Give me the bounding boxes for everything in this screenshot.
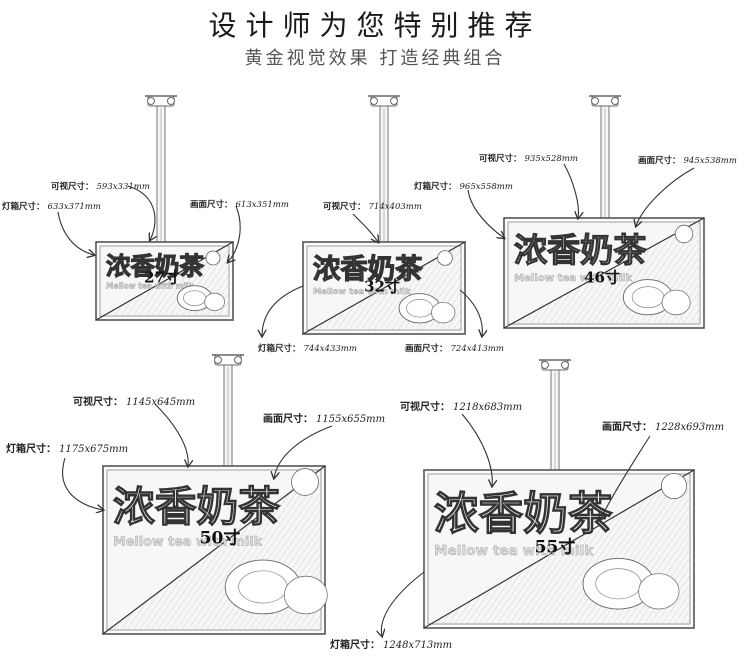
- visible-size-value: 714x403mm: [368, 202, 422, 212]
- dimension-arrow: [274, 425, 333, 478]
- visible-size-label: 可视尺寸：714x403mm: [323, 200, 422, 212]
- panel-brand-text: 浓香奶茶: [434, 488, 613, 540]
- screen-size-value: 724x413mm: [450, 344, 504, 354]
- box-size-caption: 灯箱尺寸：: [330, 640, 380, 651]
- panel-brand-text: 浓香奶茶: [106, 251, 204, 280]
- screen-size-label: 画面尺寸：945x538mm: [638, 154, 737, 166]
- price-badge-icon: [674, 224, 694, 244]
- panel-brand-text: 浓香奶茶: [313, 254, 423, 285]
- screen-size-value: 1228x693mm: [655, 422, 725, 433]
- page-subtitle: 黄金视觉效果 打造经典组合: [244, 48, 506, 69]
- dimension-arrow: [381, 571, 425, 636]
- screen-size-caption: 画面尺寸：: [602, 422, 652, 433]
- screen-size-value: 1155x655mm: [316, 414, 386, 425]
- ceiling-mount-icon: [539, 359, 571, 371]
- box-size-label: 灯箱尺寸：1175x675mm: [6, 440, 128, 455]
- screen-size-label: 50寸: [199, 528, 241, 549]
- visible-size-value: 935x528mm: [524, 154, 578, 164]
- visible-size-label: 可视尺寸：593x331mm: [51, 180, 150, 192]
- box-size-value: 633x371mm: [47, 202, 101, 212]
- panel-tagline-text: Mellow tea with milk: [313, 286, 411, 296]
- dimension-arrow: [600, 435, 651, 520]
- panel-tagline-text: Mellow tea with milk: [113, 534, 263, 549]
- panel-brand-text: 浓香奶茶: [514, 231, 647, 270]
- screen-size-value: 945x538mm: [683, 156, 737, 166]
- ceiling-mount-icon: [589, 95, 621, 107]
- box-size-value: 744x433mm: [303, 344, 357, 354]
- dimension-arrow: [467, 189, 504, 238]
- dimension-arrow: [563, 163, 578, 218]
- dimension-arrow: [352, 213, 378, 242]
- lightbox-unit-1: 浓香奶茶 Mellow tea with milk: [95, 95, 234, 321]
- visible-size-label: 可视尺寸：935x528mm: [479, 152, 578, 164]
- visible-size-caption: 可视尺寸：: [51, 182, 94, 192]
- price-badge-icon: [291, 468, 319, 496]
- visible-size-caption: 可视尺寸：: [323, 202, 366, 212]
- screen-size-value: 613x351mm: [235, 200, 289, 210]
- panel-brand-text: 浓香奶茶: [113, 482, 280, 531]
- screen-size-label: 46寸: [584, 268, 620, 287]
- visible-size-label: 可视尺寸：1218x683mm: [400, 398, 522, 413]
- page-title: 设计师为您特别推荐: [208, 9, 542, 42]
- ceiling-mount-icon: [368, 95, 400, 107]
- dimension-arrow: [57, 211, 94, 255]
- visible-size-caption: 可视尺寸：: [400, 402, 450, 413]
- visible-size-value: 593x331mm: [96, 182, 150, 192]
- screen-size-label: 27寸: [144, 268, 180, 287]
- screen-size-label: 画面尺寸：613x351mm: [190, 198, 289, 210]
- box-size-value: 1175x675mm: [59, 444, 129, 455]
- screen-size-caption: 画面尺寸：: [190, 200, 233, 210]
- dimension-arrow: [62, 457, 103, 510]
- panel-tagline-text: Mellow tea with milk: [514, 273, 632, 284]
- dimension-arrow: [228, 205, 241, 262]
- screen-size-label: 画面尺寸：724x413mm: [405, 342, 504, 354]
- ceiling-mount-icon: [212, 354, 244, 366]
- lightbox-unit-4: 浓香奶茶 Mellow tea with milk: [102, 354, 328, 635]
- screen-size-label: 画面尺寸：1155x655mm: [263, 410, 385, 425]
- visible-size-caption: 可视尺寸：: [73, 397, 123, 408]
- screen-size-caption: 画面尺寸：: [405, 344, 448, 354]
- visible-size-caption: 可视尺寸：: [479, 154, 522, 164]
- box-size-value: 1248x713mm: [383, 640, 453, 651]
- box-size-caption: 灯箱尺寸：: [258, 344, 301, 354]
- box-size-value: 965x558mm: [459, 182, 513, 192]
- box-size-label: 灯箱尺寸：1248x713mm: [330, 636, 452, 651]
- visible-size-value: 1145x645mm: [126, 397, 196, 408]
- dimension-arrow: [127, 185, 155, 240]
- price-badge-icon: [205, 250, 221, 266]
- visible-size-value: 1218x683mm: [453, 402, 523, 413]
- screen-size-caption: 画面尺寸：: [638, 156, 681, 166]
- dimension-arrow: [262, 285, 304, 336]
- price-badge-icon: [660, 472, 688, 500]
- diagonal-line: [423, 469, 695, 629]
- dimension-arrow: [459, 289, 482, 336]
- box-size-caption: 灯箱尺寸：: [2, 202, 45, 212]
- panel-tagline-text: Mellow tea with milk: [434, 543, 594, 559]
- diagonal-line: [102, 465, 326, 635]
- diagonal-line: [503, 217, 705, 329]
- box-size-label: 灯箱尺寸：744x433mm: [258, 342, 357, 354]
- box-size-caption: 灯箱尺寸：: [414, 182, 457, 192]
- price-badge-icon: [437, 250, 453, 266]
- screen-size-label: 画面尺寸：1228x693mm: [602, 418, 724, 433]
- ceiling-mount-icon: [145, 95, 177, 107]
- screen-size-label: 32寸: [364, 277, 400, 296]
- lightbox-unit-3: 浓香奶茶 Mellow tea with milk: [503, 95, 705, 329]
- visible-size-label: 可视尺寸：1145x645mm: [73, 393, 195, 408]
- box-size-label: 灯箱尺寸：633x371mm: [2, 200, 101, 212]
- dimension-arrow: [636, 167, 695, 226]
- lightbox-unit-5: 浓香奶茶 Mellow tea with milk: [423, 359, 695, 629]
- dimension-arrow: [461, 413, 492, 486]
- dimension-arrow: [154, 403, 188, 466]
- panel-tagline-text: Mellow tea with milk: [106, 282, 194, 291]
- box-size-caption: 灯箱尺寸：: [6, 444, 56, 455]
- box-size-label: 灯箱尺寸：965x558mm: [414, 180, 513, 192]
- screen-size-label: 55寸: [534, 537, 576, 558]
- screen-size-caption: 画面尺寸：: [263, 414, 313, 425]
